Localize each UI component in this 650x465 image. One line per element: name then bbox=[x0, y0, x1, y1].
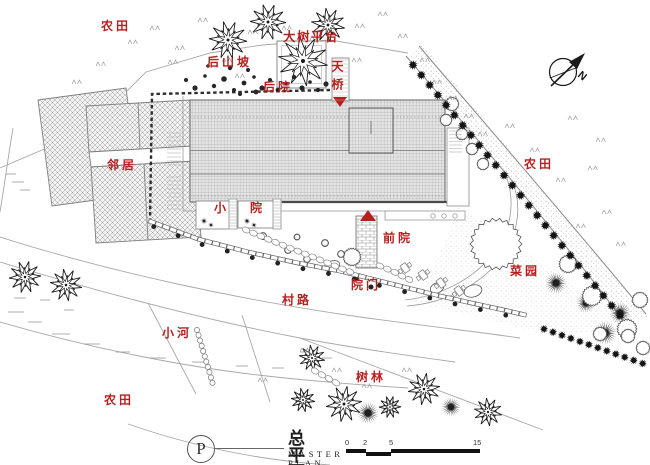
label-small-river: 小河 bbox=[162, 326, 193, 340]
scale-tick: 0 bbox=[345, 438, 350, 447]
label-farmland-bottom-left: 农田 bbox=[104, 393, 135, 407]
main-building bbox=[182, 96, 470, 221]
label-back-yard: 后院 bbox=[263, 80, 294, 94]
label-yard-gate: 院门 bbox=[351, 278, 382, 292]
bridge-arrow-icon bbox=[333, 97, 347, 107]
vegetation-and-details bbox=[6, 4, 650, 427]
scale-tick: 2 bbox=[363, 438, 368, 447]
north-arrow-icon: N bbox=[548, 53, 589, 87]
label-big-tree-platform: 大树平台 bbox=[283, 30, 340, 44]
page-title-en: MASTER PLAN bbox=[288, 449, 344, 465]
label-village-road: 村路 bbox=[282, 293, 313, 307]
scale-bar: 0 2 5 15 bbox=[345, 439, 485, 459]
east-terrace bbox=[446, 127, 470, 207]
label-farmland-right: 农田 bbox=[524, 157, 555, 171]
label-vegetable-garden: 菜园 bbox=[510, 264, 541, 278]
label-neighbor: 邻居 bbox=[107, 158, 138, 172]
label-back-hillside: 后山坡 bbox=[207, 55, 253, 69]
scale-tick: 5 bbox=[389, 438, 394, 447]
entry-arrow-icon bbox=[360, 210, 376, 221]
north-letter: N bbox=[575, 69, 589, 83]
title-line bbox=[214, 448, 284, 449]
title-symbol: P bbox=[187, 435, 215, 463]
retaining-wall bbox=[148, 88, 331, 223]
label-front-yard: 前院 bbox=[383, 231, 414, 245]
label-small-yard: 小院 bbox=[214, 201, 287, 215]
label-woods: 树林 bbox=[356, 370, 387, 384]
label-sky-bridge: 天桥 bbox=[330, 60, 344, 96]
label-farmland-top-left: 农田 bbox=[101, 19, 132, 33]
scale-tick: 15 bbox=[473, 438, 482, 447]
